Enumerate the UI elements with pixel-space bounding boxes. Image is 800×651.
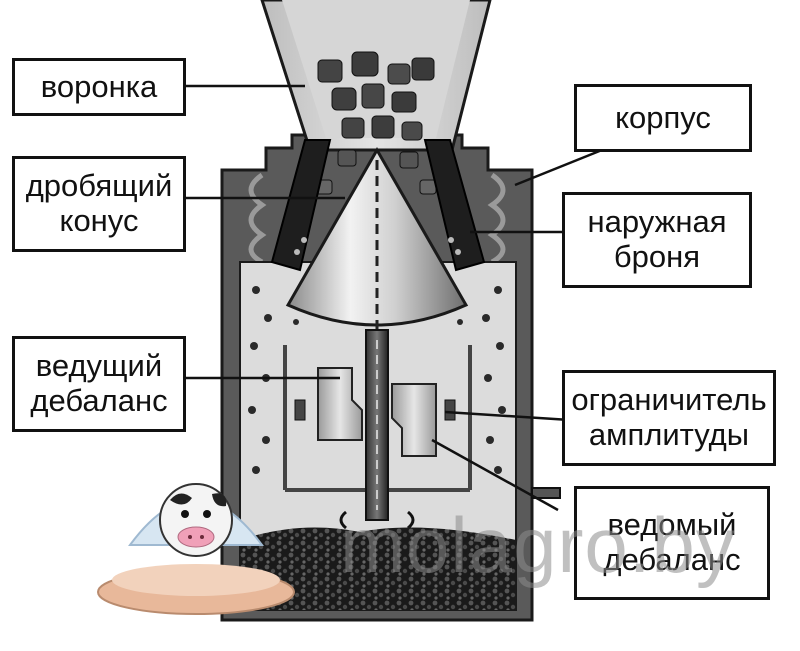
shaft [365, 329, 389, 521]
rotation-arrows [339, 510, 415, 530]
label-amplitude-limiter: ограничитель амплитуды [562, 370, 776, 466]
crushed-material [240, 527, 516, 610]
cow-logo [97, 483, 295, 615]
outer-armor [270, 139, 486, 272]
label-outer-armor: наружная броня [562, 192, 752, 288]
label-amplitude-limiter-line2: амплитуды [588, 417, 750, 452]
label-funnel-text: воронка [40, 68, 158, 104]
label-funnel: воронка [12, 58, 186, 116]
label-crushing-cone: дробящий конус [12, 156, 186, 252]
drive-unbalance [317, 367, 363, 441]
label-crushing-cone-line2: конус [59, 203, 139, 238]
label-driven-unbalance: ведомый дебаланс [574, 486, 770, 600]
label-outer-armor-line2: броня [613, 239, 701, 274]
driven-unbalance [391, 383, 437, 457]
label-housing-text: корпус [615, 99, 711, 135]
leader-lines [186, 84, 603, 512]
chamber-particles [248, 286, 506, 474]
label-outer-armor-line1: наружная [587, 204, 727, 240]
watermark: molagro.by [340, 501, 736, 589]
label-drive-unbalance: ведущий дебаланс [12, 336, 186, 432]
label-amplitude-limiter-line1: ограничитель [571, 382, 767, 418]
label-driven-unbalance-line2: дебаланс [603, 542, 741, 577]
label-driven-unbalance-line1: ведомый [607, 507, 737, 543]
label-drive-unbalance-line1: ведущий [35, 348, 163, 384]
label-drive-unbalance-line2: дебаланс [30, 383, 168, 418]
label-housing: корпус [574, 84, 752, 152]
label-crushing-cone-line1: дробящий [25, 168, 173, 204]
stones [315, 51, 437, 195]
crushing-cone [285, 146, 469, 330]
